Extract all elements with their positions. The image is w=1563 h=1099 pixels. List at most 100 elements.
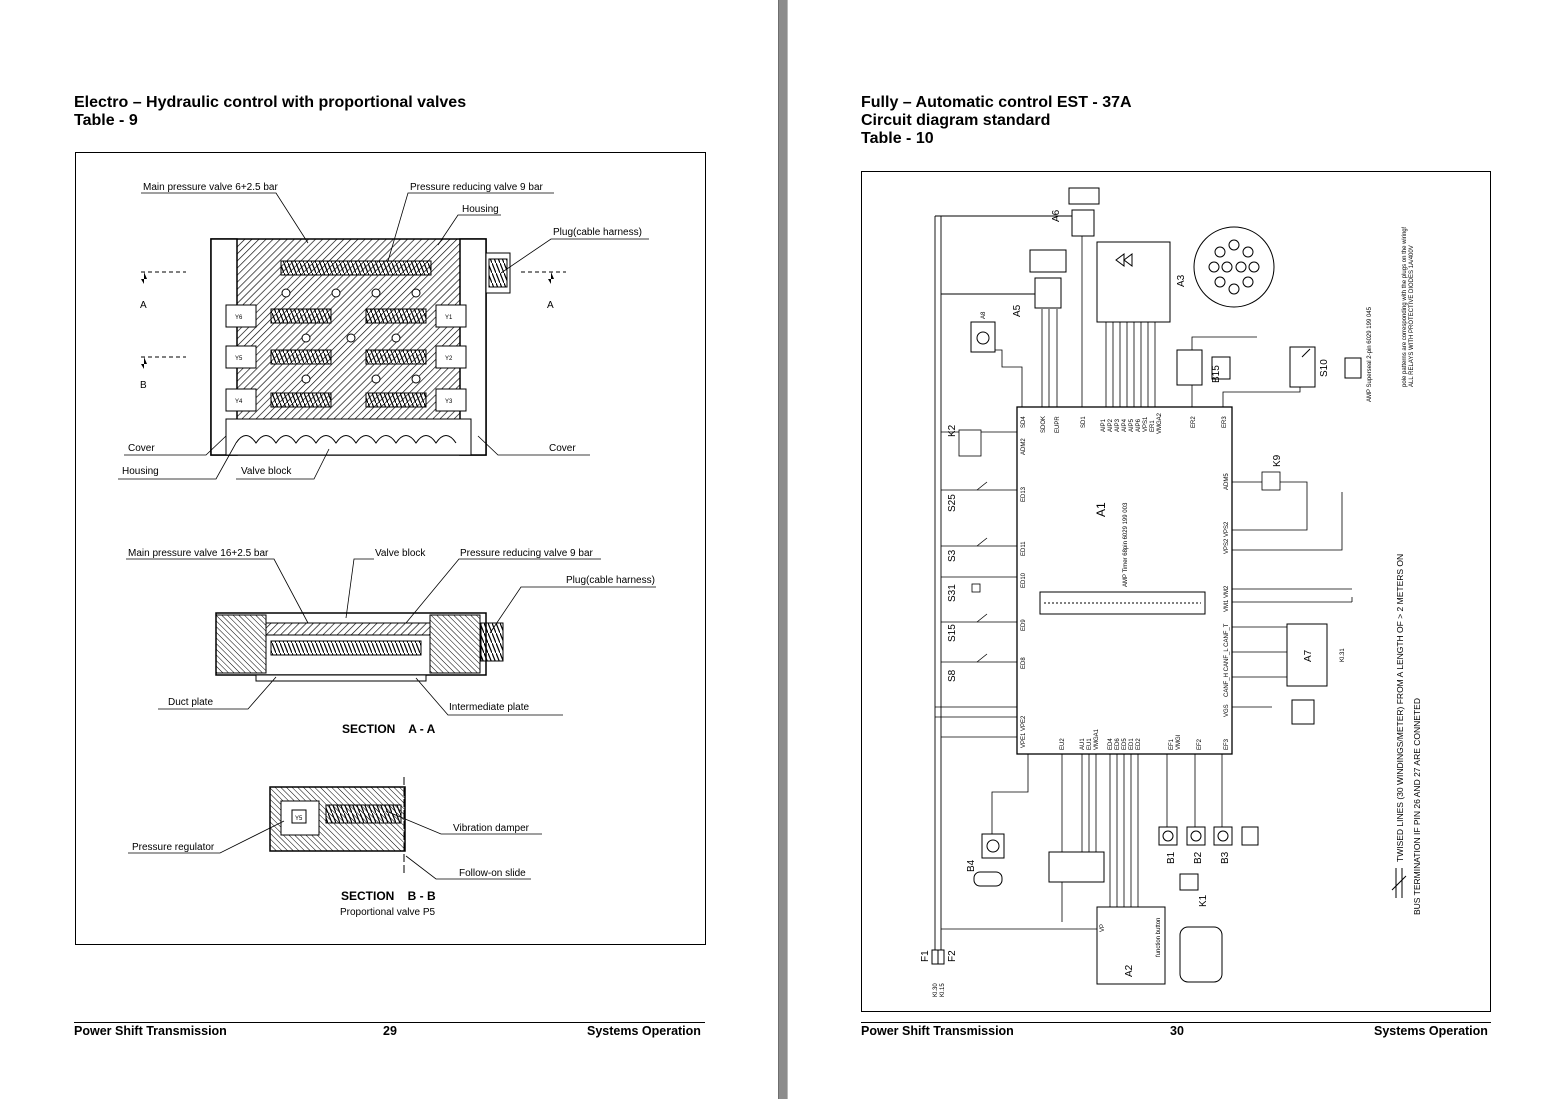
twisted-line-symbol — [1391, 868, 1407, 898]
a1-controller-box — [1016, 406, 1233, 755]
a3-unit — [1096, 241, 1171, 323]
page-title: Electro – Hydraulic control with proport… — [74, 94, 467, 111]
note-relays: ALL RELAYS WITH PROTECTIVE DIODES 1A/400… — [1409, 245, 1415, 387]
note-twisted-lines: TWISED LINES (30 WINDINGS/METER) FROM A … — [1395, 554, 1405, 862]
svg-text:ER3: ER3 — [1222, 416, 1228, 428]
a3-connector — [1193, 226, 1275, 308]
svg-text:ED10: ED10 — [1021, 572, 1027, 588]
right-page: Fully – Automatic control EST - 37A Circ… — [788, 0, 1563, 1099]
table-number: Table - 10 — [861, 130, 934, 147]
main-pressure-valve-top-label: Main pressure valve 6+2.5 bar — [143, 182, 278, 193]
svg-text:VMGA2: VMGA2 — [1157, 412, 1163, 434]
page-gutter — [778, 0, 788, 1099]
svg-text:AIP5: AIP5 — [1129, 418, 1135, 432]
a2-connector — [1179, 926, 1223, 983]
amp-timer-label: AMP Timer 68pin 6029 199 003 — [1123, 502, 1129, 587]
leader-lines-mid — [126, 558, 656, 716]
a6-display — [1071, 209, 1095, 237]
s25-label: S25 — [947, 494, 958, 512]
amp-timer-connector — [1039, 591, 1206, 615]
footer-right: Systems Operation — [587, 1024, 701, 1038]
svg-text:ED13: ED13 — [1021, 486, 1027, 502]
svg-text:ED2: ED2 — [1136, 738, 1142, 750]
svg-text:VMGI: VMGI — [1176, 734, 1182, 750]
footer-rule — [861, 1022, 1491, 1023]
k1-label: K1 — [1198, 894, 1209, 907]
section-aa-drawing — [215, 612, 504, 682]
a1-left-pins: ADM2 ED13 ED11 ED10 ED9 ED8 VPE1 VPE2 — [1021, 438, 1027, 748]
vibration-damper-label: Vibration damper — [453, 823, 530, 834]
function-button-label: function button — [1156, 918, 1162, 957]
note-bus-termination: BUS TERMINATION IF PIN 26 AND 27 ARE CON… — [1412, 698, 1422, 915]
intermediate-plate-label: Intermediate plate — [449, 702, 529, 713]
s31-label: S31 — [947, 584, 958, 602]
svg-text:VPS1: VPS1 — [1143, 416, 1149, 432]
svg-text:VM1 VM2: VM1 VM2 — [1224, 585, 1230, 612]
a1-label: A1 — [1094, 502, 1108, 517]
note-plugs: pole patterns are corresponding with the… — [1402, 226, 1408, 387]
svg-text:ED6: ED6 — [1115, 738, 1121, 750]
a2-label: A2 — [1124, 964, 1135, 977]
valve-y2-label: Y2 — [445, 356, 453, 362]
cover-right-label: Cover — [549, 443, 576, 454]
section-aa-caption: SECTION A - A — [342, 722, 436, 736]
page-number: 30 — [1170, 1024, 1184, 1038]
superseal-label: AMP Superseal 2-pin 6029 199 045 — [1367, 306, 1373, 402]
svg-text:VPS2 VPS2: VPS2 VPS2 — [1224, 521, 1230, 554]
s8-label: S8 — [947, 669, 958, 682]
a6-label: A6 — [1051, 209, 1062, 222]
k9-label: K9 — [1272, 454, 1283, 467]
footer-left: Power Shift Transmission — [861, 1024, 1014, 1038]
b4-label: B4 — [966, 859, 977, 872]
b1-label: B1 — [1166, 851, 1177, 864]
plug-top-label: Plug(cable harness) — [553, 227, 642, 238]
valve-y3-label: Y3 — [445, 399, 453, 405]
hydraulic-control-figure: Y6 Y5 Y4 Y1 Y2 Y3 A A B — [75, 152, 706, 945]
valve-block-top-label: Valve block — [241, 466, 292, 477]
section-markers — [141, 271, 566, 358]
leader-lines-top — [118, 192, 649, 480]
a1-right-pins: ADM5 VPS2 VPS2 VM1 VM2 CANF_H CANF_L CAN… — [1224, 473, 1230, 750]
section-bb-drawing — [269, 777, 406, 873]
svg-text:SDOK: SDOK — [1041, 416, 1047, 433]
svg-text:VGS: VGS — [1224, 704, 1230, 717]
b3-label: B3 — [1220, 851, 1231, 864]
proportional-valve-caption: Proportional valve P5 — [340, 907, 435, 918]
kl31-label: Kl.31 — [1340, 648, 1346, 662]
f2-label: F2 — [947, 950, 958, 962]
leader-lines-bottom — [128, 810, 542, 880]
svg-text:ER2: ER2 — [1191, 416, 1197, 428]
svg-text:ED5: ED5 — [1122, 738, 1128, 750]
valve-y5-section-label: Y5 — [295, 816, 303, 822]
main-pressure-valve-mid-label: Main pressure valve 16+2.5 bar — [128, 548, 269, 559]
a3-label: A3 — [1176, 274, 1187, 287]
svg-text:ER1: ER1 — [1150, 420, 1156, 432]
f1-label: F1 — [920, 950, 931, 962]
svg-text:VMGA1: VMGA1 — [1094, 728, 1100, 750]
a8-label: A8 — [981, 311, 987, 319]
follow-on-slide-label: Follow-on slide — [459, 868, 526, 879]
b15-label: B15 — [1211, 365, 1222, 383]
a1-bottom-pins: EU2 AU1 EU1 VMGA1 ED4 ED6 ED5 ED1 ED2 EF… — [1060, 728, 1203, 750]
svg-text:EUPR: EUPR — [1055, 416, 1061, 433]
pressure-reducing-valve-mid-label: Pressure reducing valve 9 bar — [460, 548, 594, 559]
b2-label: B2 — [1193, 851, 1204, 864]
section-bb-caption: SECTION B - B — [341, 889, 436, 903]
a5-display — [1034, 277, 1062, 309]
b15-sensor — [1176, 349, 1203, 386]
svg-text:ADM5: ADM5 — [1224, 473, 1230, 490]
s10-switch — [1289, 346, 1316, 388]
housing-top-label: Housing — [462, 204, 499, 215]
svg-text:AIP2: AIP2 — [1108, 418, 1114, 432]
s3-label: S3 — [947, 549, 958, 562]
a7-label: A7 — [1303, 649, 1314, 662]
left-page: Electro – Hydraulic control with proport… — [0, 0, 778, 1099]
a1-top-pins: SD4 SDOK EUPR SD1 AIP1 AIP2 AIP3 AIP4 AI… — [1021, 412, 1228, 434]
svg-text:CANF_H CANF_L CANF_T: CANF_H CANF_L CANF_T — [1224, 623, 1230, 697]
k2-label: K2 — [947, 424, 958, 437]
circuit-diagram-figure: A1 AMP Timer 68pin 6029 199 003 SD4 SDOK… — [861, 171, 1491, 1012]
svg-text:EF3: EF3 — [1224, 738, 1230, 750]
housing-bottom-label: Housing — [122, 466, 159, 477]
speed-sensors — [973, 826, 1259, 887]
section-a-left-label: A — [140, 300, 147, 311]
